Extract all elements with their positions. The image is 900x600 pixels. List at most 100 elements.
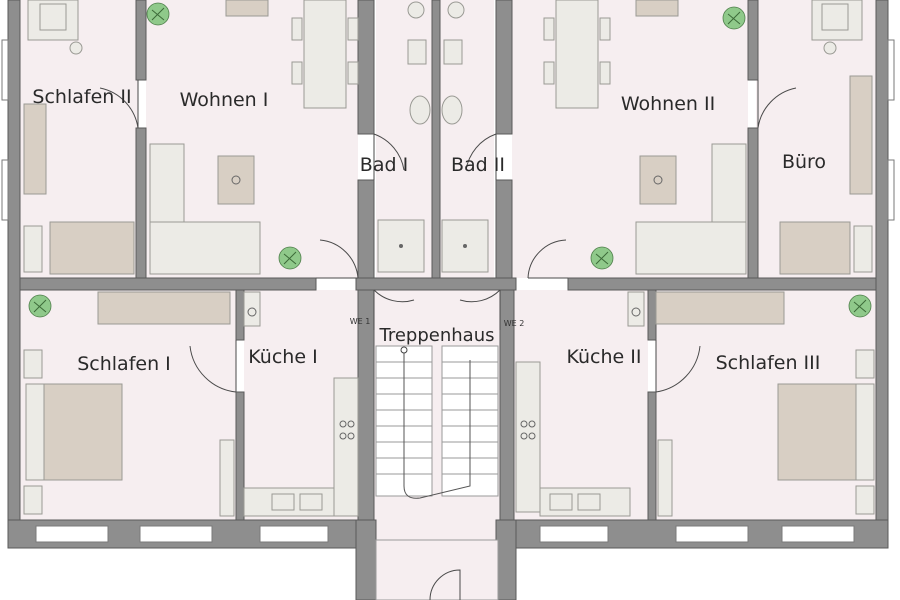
stair-walkline (403, 350, 471, 499)
sink-kueche2 (549, 493, 573, 511)
door-schlafen2 (99, 80, 139, 129)
hob-kueche1-2 (347, 420, 355, 428)
wardrobe-schlafen2 (23, 103, 47, 195)
chair-wohnen2-4 (599, 61, 611, 85)
sofa-buero (779, 221, 851, 275)
window-left-1 (1, 39, 9, 101)
potted-plant-icon (278, 246, 302, 270)
chair-wohnen1-1 (291, 17, 303, 41)
bed-head-schlafen1 (25, 383, 45, 481)
chair-wohnen2-2 (543, 61, 555, 85)
nightstand-schlafen3-2 (855, 485, 875, 515)
wall-v9a (647, 289, 657, 341)
windows (1, 39, 895, 543)
sink-bad2 (441, 95, 463, 125)
entrance-landing (375, 539, 499, 600)
table-ornament-wohnen1 (231, 175, 241, 185)
toilet-bad1 (407, 1, 425, 19)
window-4 (539, 525, 609, 543)
stair-start-marker (400, 346, 408, 354)
door-schlafen3 (655, 340, 701, 393)
door-wohnen2 (527, 239, 568, 279)
sideboard-wohnen2 (635, 0, 679, 17)
entrance-door (429, 569, 461, 600)
furniture-lower-left (23, 291, 359, 517)
label-wohnen1: Wohnen I (180, 89, 269, 111)
furniture-upper-right (543, 0, 873, 275)
window-3 (259, 525, 329, 543)
door-wohnen1 (316, 239, 359, 279)
dresser-schlafen1 (219, 439, 235, 517)
desk-chair-schlafen2 (39, 3, 67, 31)
label-kueche2: Küche II (567, 346, 642, 368)
hob-kueche2-1 (520, 420, 528, 428)
lamp-buero (823, 41, 837, 55)
chair-wohnen1-4 (347, 61, 359, 85)
window-left-2 (1, 159, 9, 221)
cabinet-bad1 (407, 39, 427, 65)
bed-pillow-schlafen2 (23, 225, 43, 273)
hob-kueche2-3 (520, 432, 528, 440)
label-bad1: Bad I (360, 154, 408, 176)
label-treppenhaus: Treppenhaus (379, 325, 495, 346)
door-bad2 (465, 133, 497, 180)
staircase (375, 345, 499, 600)
sink-kueche1 (271, 493, 295, 511)
wall-mid-center (355, 277, 517, 291)
chair-wohnen1-2 (291, 61, 303, 85)
wall-v2b (357, 179, 375, 279)
potted-plant-icon (146, 2, 170, 26)
door-we1 (373, 289, 415, 330)
side-table-buero (853, 225, 873, 273)
wall-v1b (135, 127, 147, 279)
hob-kueche1-4 (347, 432, 355, 440)
wall-v2a (357, 0, 375, 135)
chair-wohnen2-1 (543, 17, 555, 41)
dining-table-wohnen1 (303, 0, 347, 109)
coffee-table-wohnen1 (217, 155, 255, 205)
wall-v6b (235, 391, 245, 521)
dining-table-wohnen2 (555, 0, 599, 109)
sink2-kueche2 (577, 493, 601, 511)
bed-schlafen3 (777, 383, 857, 481)
sofa-bottom-wohnen2 (635, 221, 747, 275)
furniture-lower-right (515, 291, 875, 517)
label-schlafen2: Schlafen II (32, 86, 131, 108)
wardrobe-schlafen3 (655, 291, 785, 325)
potted-plant-icon (722, 6, 746, 30)
toilet-bad2 (447, 1, 465, 19)
wall-v9b (647, 391, 657, 521)
label-bad2: Bad II (451, 154, 505, 176)
window-right-2 (887, 159, 895, 221)
washer-drum-kueche1 (247, 307, 257, 317)
plants (28, 2, 872, 318)
wall-mid-right (567, 277, 877, 291)
door-schlafen1 (189, 340, 237, 393)
doors (99, 80, 797, 393)
wall-v6a (235, 289, 245, 341)
window-1 (35, 525, 109, 543)
label-schlafen3: Schlafen III (716, 352, 821, 374)
bed-schlafen2 (49, 221, 135, 275)
wall-v4a (495, 0, 513, 135)
door-bad1 (373, 133, 405, 180)
washer-drum-kueche2 (631, 307, 641, 317)
hob-kueche2-2 (528, 420, 536, 428)
window-6 (781, 525, 855, 543)
label-schlafen1: Schlafen I (77, 353, 171, 375)
label-we2: WE 2 (504, 319, 525, 328)
table-ornament-wohnen2 (653, 175, 663, 185)
cabinet-bad2 (443, 39, 463, 65)
window-5 (675, 525, 749, 543)
coffee-table-wohnen2 (639, 155, 677, 205)
counter-right-kueche1 (333, 377, 359, 517)
shower-drain-bad2 (463, 244, 467, 248)
chair-wohnen2-3 (599, 17, 611, 41)
sink-bad1 (409, 95, 431, 125)
window-right-1 (887, 39, 895, 101)
sofa-bottom-wohnen1 (149, 221, 261, 275)
desk-chair-buero (821, 3, 849, 31)
lamp-schlafen2 (69, 41, 83, 55)
wardrobe-schlafen1 (97, 291, 231, 325)
potted-plant-icon (590, 246, 614, 270)
